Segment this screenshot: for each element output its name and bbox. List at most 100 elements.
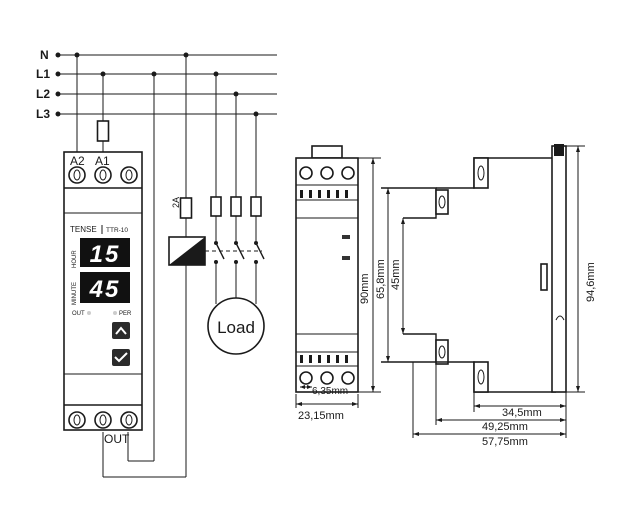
dim-front-width: 23,15mm	[298, 410, 344, 422]
dim-rail-width: 6,35mm	[312, 386, 348, 397]
dim-depth-1: 34,5mm	[502, 407, 542, 419]
dim-side-height: 94,6mm	[585, 262, 597, 302]
display-top-value: 15	[90, 241, 121, 268]
fuse-l1	[210, 196, 222, 217]
terminal-label-out: OUT	[104, 432, 130, 446]
terminal-screw	[73, 169, 81, 181]
fuse-coil-label: 2A	[171, 197, 181, 208]
side-slot	[540, 263, 548, 291]
line-label-l3: L3	[36, 107, 50, 121]
line-label-l1: L1	[36, 67, 50, 81]
side-terminal	[473, 157, 489, 189]
display-bottom-value: 45	[89, 276, 121, 303]
terminal-screw	[99, 169, 107, 181]
terminal-a2	[68, 166, 86, 184]
dim-arrow	[307, 385, 312, 389]
dim-total-height: 90mm	[359, 273, 371, 304]
display-bottom-unit: MINUTE	[72, 282, 78, 305]
front-dimension-view: 6,35mm 23,15mm 90mm 65,8mm 45mm	[295, 145, 405, 422]
dim-body-height: 65,8mm	[375, 259, 387, 299]
terminal-screw	[477, 369, 485, 385]
side-rail-notch	[555, 315, 565, 321]
front-terminal	[299, 371, 313, 385]
dim-arrow	[576, 146, 580, 152]
up-button[interactable]	[112, 322, 130, 339]
side-profile-upper	[436, 157, 556, 189]
dim-arrow	[371, 158, 375, 164]
terminal-screw	[438, 345, 446, 359]
contactor-coil-fill	[169, 237, 205, 265]
side-profile-lower	[436, 361, 556, 393]
dim-arrow	[300, 385, 305, 389]
display-top-unit: HOUR	[72, 250, 78, 268]
terminal-label-a2: A2	[70, 154, 85, 168]
fuse-l2	[230, 196, 242, 217]
dim-arrow	[560, 404, 566, 408]
terminal-screw	[99, 414, 107, 426]
front-vents-bottom	[300, 355, 348, 363]
display-bottom	[80, 272, 130, 303]
front-terminal	[341, 166, 355, 180]
terminal-out-2	[94, 411, 112, 429]
side-clip	[554, 144, 564, 156]
dim-arrow	[401, 328, 405, 334]
side-dimension-view: 94,6mm 34,5mm 49,25mm 57,75mm	[381, 144, 597, 448]
fuse-l3	[250, 196, 262, 217]
load-label: Load	[217, 318, 255, 337]
terminal-blank	[120, 166, 138, 184]
dim-depth-2: 49,25mm	[482, 421, 528, 433]
terminal-screw	[73, 414, 81, 426]
check-icon	[114, 352, 128, 363]
dim-arrow	[436, 418, 442, 422]
dim-depth-3: 57,75mm	[482, 436, 528, 448]
device-model: TTR-10	[106, 227, 128, 234]
indicator-per-label: PER	[119, 311, 132, 317]
front-clip	[311, 145, 343, 159]
dim-arrow	[386, 188, 390, 194]
dim-arrow	[413, 432, 419, 436]
side-terminal	[473, 361, 489, 393]
terminal-out-3	[120, 411, 138, 429]
dim-arrow	[560, 418, 566, 422]
dim-arrow	[474, 404, 480, 408]
front-terminal	[341, 371, 355, 385]
timer-device-front: A2 A1 TENSE TTR-10 HOUR 15 MINUTE 45 OUT…	[63, 151, 143, 446]
front-led	[342, 235, 350, 239]
terminal-screw	[125, 414, 133, 426]
dim-front-height: 45mm	[390, 259, 402, 290]
device-brand: TENSE	[70, 225, 97, 234]
dim-arrow	[371, 386, 375, 392]
contact-switch	[255, 242, 265, 260]
side-terminal	[435, 339, 449, 365]
line-label-n: N	[40, 48, 49, 62]
terminal-out-1	[68, 411, 86, 429]
front-terminal	[299, 166, 313, 180]
side-back-plate	[551, 145, 567, 393]
front-terminal	[320, 371, 334, 385]
dim-arrow	[401, 218, 405, 224]
terminal-screw	[477, 165, 485, 181]
terminal-screw	[438, 195, 446, 209]
front-led	[342, 256, 350, 260]
indicator-out-led	[87, 311, 91, 315]
front-vents-top	[300, 190, 348, 198]
dim-arrow	[352, 402, 358, 406]
fuse-coil	[179, 197, 193, 219]
dim-arrow	[560, 432, 566, 436]
load-circle	[207, 297, 265, 355]
contact-switch	[215, 242, 225, 260]
display-top	[80, 238, 130, 267]
side-terminal	[435, 189, 449, 215]
indicator-per-led	[113, 311, 117, 315]
indicator-out-label: OUT	[72, 311, 85, 317]
supply-lines: N L1 L2 L3	[36, 48, 277, 121]
fuse-a1	[96, 120, 110, 142]
terminal-label-a1: A1	[95, 154, 110, 168]
front-terminal	[320, 166, 334, 180]
terminal-a1	[94, 166, 112, 184]
line-label-l2: L2	[36, 87, 50, 101]
wiring: 2A Load	[74, 52, 265, 478]
dim-arrow	[296, 402, 302, 406]
